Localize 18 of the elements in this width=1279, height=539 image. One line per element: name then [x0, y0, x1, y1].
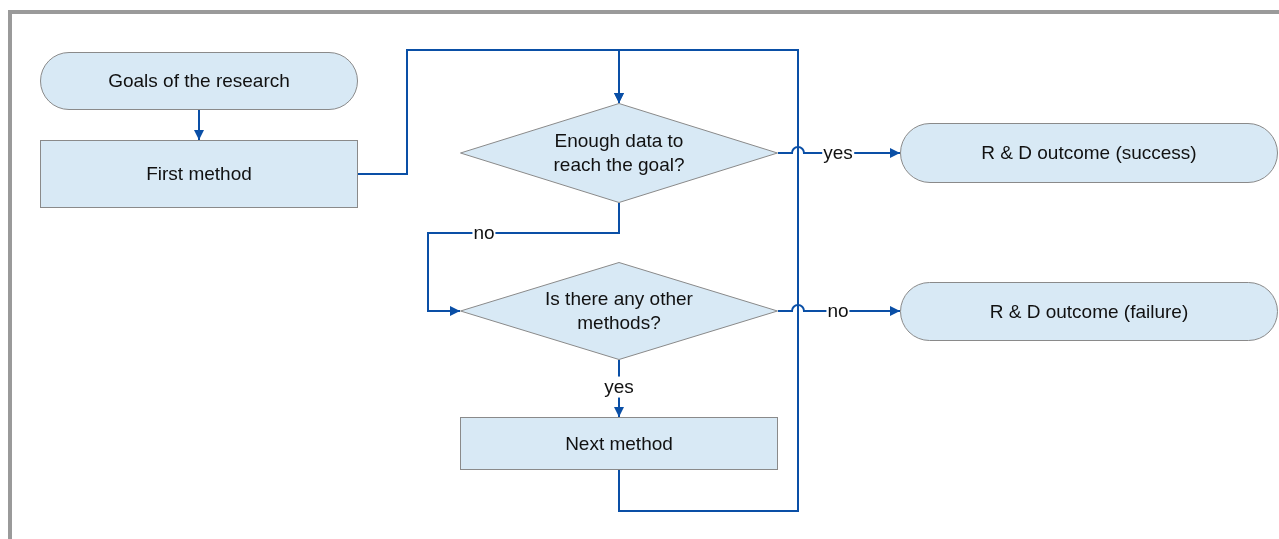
connector-arrow [427, 202, 620, 316]
node-label: Goals of the research [107, 69, 291, 93]
connector-arrow [194, 109, 204, 141]
terminal-box [900, 123, 1278, 183]
edge-label: yes [603, 376, 635, 398]
process-box [460, 417, 778, 470]
connector-arrow [777, 304, 901, 316]
node-label: Enough data to reach the goal? [552, 129, 686, 177]
node-label: First method [145, 162, 253, 186]
decision-diamond [460, 262, 778, 360]
node-label: R & D outcome (success) [980, 141, 1198, 165]
node-label: R & D outcome (failure) [988, 299, 1190, 324]
node-label: Is there any other methods? [544, 287, 694, 335]
terminal-box [900, 282, 1278, 341]
decision-diamond [460, 103, 778, 203]
connector-arrow [614, 49, 799, 512]
process-box [40, 140, 358, 208]
node-label: Next method [564, 431, 674, 456]
